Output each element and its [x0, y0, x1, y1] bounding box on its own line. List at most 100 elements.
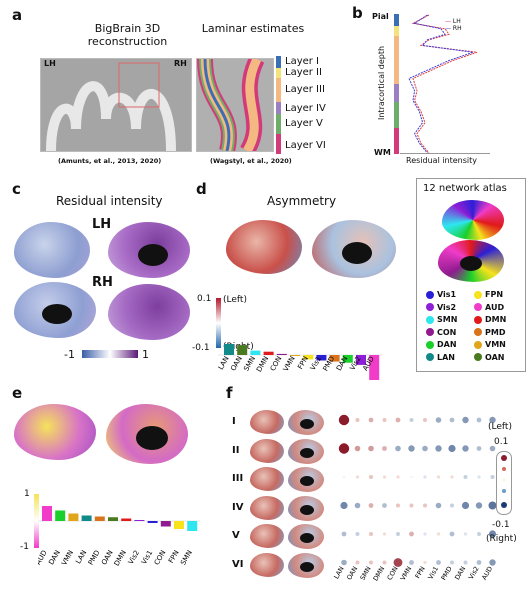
f-scale-top: 0.1: [494, 437, 509, 447]
bar-dmn: [263, 351, 274, 355]
dot-col-label-aud: AUD: [480, 565, 494, 581]
dot-VI-vis2: [476, 560, 482, 565]
dot-III-con: [396, 475, 400, 479]
atlas-legend-dot: [426, 303, 434, 311]
dot-II-smn: [368, 445, 374, 452]
f-scale-legend: [496, 451, 512, 515]
atlas-legend-text: DAN: [437, 340, 457, 349]
dot-I-dan: [462, 416, 469, 424]
d-y-bottom: -0.1: [192, 343, 210, 353]
bar-dan: [55, 510, 66, 521]
bar-pmd: [329, 355, 340, 362]
lh-profile-line: [411, 14, 478, 154]
dot-VI-pmd: [450, 560, 454, 565]
d-colorbar: [216, 298, 221, 348]
bar-lan: [224, 344, 234, 355]
layer-row-label: III: [232, 473, 244, 484]
laminar-image: [196, 58, 274, 152]
d-left-label: (Left): [223, 295, 247, 305]
dot-VI-aud: [489, 559, 496, 566]
dot-II-vis1: [435, 445, 442, 452]
bar-label-pmd: PMD: [87, 549, 102, 567]
dot-col-label-fpn: FPN: [414, 565, 427, 580]
atlas-legend-dot: [474, 315, 482, 324]
bar-label-con: CON: [153, 549, 168, 567]
bar-vis2: [134, 520, 145, 521]
dot-III-dan: [463, 475, 468, 479]
wm-label: WM: [374, 148, 391, 157]
dot-col-label-dan: DAN: [453, 565, 467, 581]
bar-vis1: [147, 521, 158, 523]
atlas-legend-dot: [474, 290, 482, 299]
legend-lh-label: LH: [452, 18, 461, 25]
bar-fpn: [303, 355, 314, 360]
dot-col-label-vmn: VMN: [399, 565, 413, 582]
dot-VI-smn: [369, 560, 373, 565]
panel-f-letter: f: [226, 384, 233, 402]
bar-label-oan: OAN: [229, 355, 244, 372]
dot-II-pmd: [448, 444, 456, 453]
bar-con: [276, 353, 287, 355]
bar-lan: [81, 515, 92, 521]
dot-IV-pmd: [450, 503, 454, 508]
dot-col-label-vis2: Vis2: [467, 565, 481, 581]
dot-II-dan: [462, 445, 469, 452]
atlas-legend-dot: [426, 353, 434, 361]
dot-IV-oan: [354, 502, 361, 509]
dot-V-vis2: [477, 532, 481, 536]
dot-II-lan: [338, 443, 350, 454]
dot-V-aud: [488, 530, 497, 538]
rh-profile-line: [408, 14, 474, 154]
dot-V-smn: [369, 532, 373, 536]
bar-label-vis2: Vis2: [127, 549, 141, 566]
e-y-top: 1: [24, 489, 30, 499]
atlas-brain-medial: [438, 240, 504, 282]
f-brain-lateral: [250, 438, 284, 463]
atlas-legend-dot: [474, 353, 482, 361]
bar-label-con: CON: [269, 355, 284, 373]
atlas-legend-text: OAN: [485, 352, 505, 362]
d-brain-lateral: [226, 220, 302, 274]
atlas-legend-lan: LAN: [426, 353, 455, 362]
panel-d-letter: d: [196, 180, 207, 198]
dot-II-vis2: [476, 446, 482, 451]
bar-label-vmn: VMN: [282, 355, 297, 373]
dot-V-vmn: [409, 531, 414, 537]
atlas-legend-dot: [426, 290, 434, 299]
atlas-legend-oan: OAN: [474, 353, 504, 362]
dot-VI-vis1: [436, 560, 441, 565]
layer-2-label: Layer II: [285, 67, 322, 78]
atlas-legend-text: LAN: [437, 352, 455, 362]
dot-I-vis2: [476, 417, 482, 423]
dot-V-fpn: [423, 532, 427, 536]
dot-I-con: [395, 417, 401, 423]
dot-col-label-vis1: Vis1: [426, 565, 440, 581]
atlas-title: 12 network atlas: [423, 183, 507, 194]
laminar-layers-illustration: [197, 59, 273, 151]
bar-aud: [42, 506, 52, 521]
atlas-legend-fpn: FPN: [474, 290, 503, 299]
dot-I-oan: [355, 418, 360, 422]
c-lh-label: LH: [92, 217, 112, 232]
bigbrain-gyri-illustration: [41, 59, 191, 151]
f-brain-medial: [288, 467, 324, 492]
f-brain-medial: [288, 438, 324, 464]
dot-col-label-lan: LAN: [332, 565, 346, 580]
layer-row-label: VI: [232, 558, 244, 570]
atlas-legend-dot: [474, 340, 482, 349]
dot-III-fpn: [423, 475, 427, 479]
residual-intensity-title: Residual intensity: [56, 194, 163, 208]
atlas-legend-dot: [474, 328, 482, 336]
panel-c-letter: c: [12, 180, 21, 198]
f-scale-bottom: -0.1: [492, 520, 510, 530]
dot-VI-dmn: [382, 560, 387, 565]
dot-II-con: [395, 445, 401, 452]
dot-I-smn: [368, 417, 374, 423]
d-y-top: 0.1: [197, 294, 212, 304]
dot-col-label-con: CON: [386, 565, 400, 582]
f-brain-medial: [288, 552, 324, 578]
f-brain-medial: [288, 495, 324, 521]
legend-lh: — LH: [445, 18, 461, 25]
dot-VI-con: [393, 558, 403, 567]
